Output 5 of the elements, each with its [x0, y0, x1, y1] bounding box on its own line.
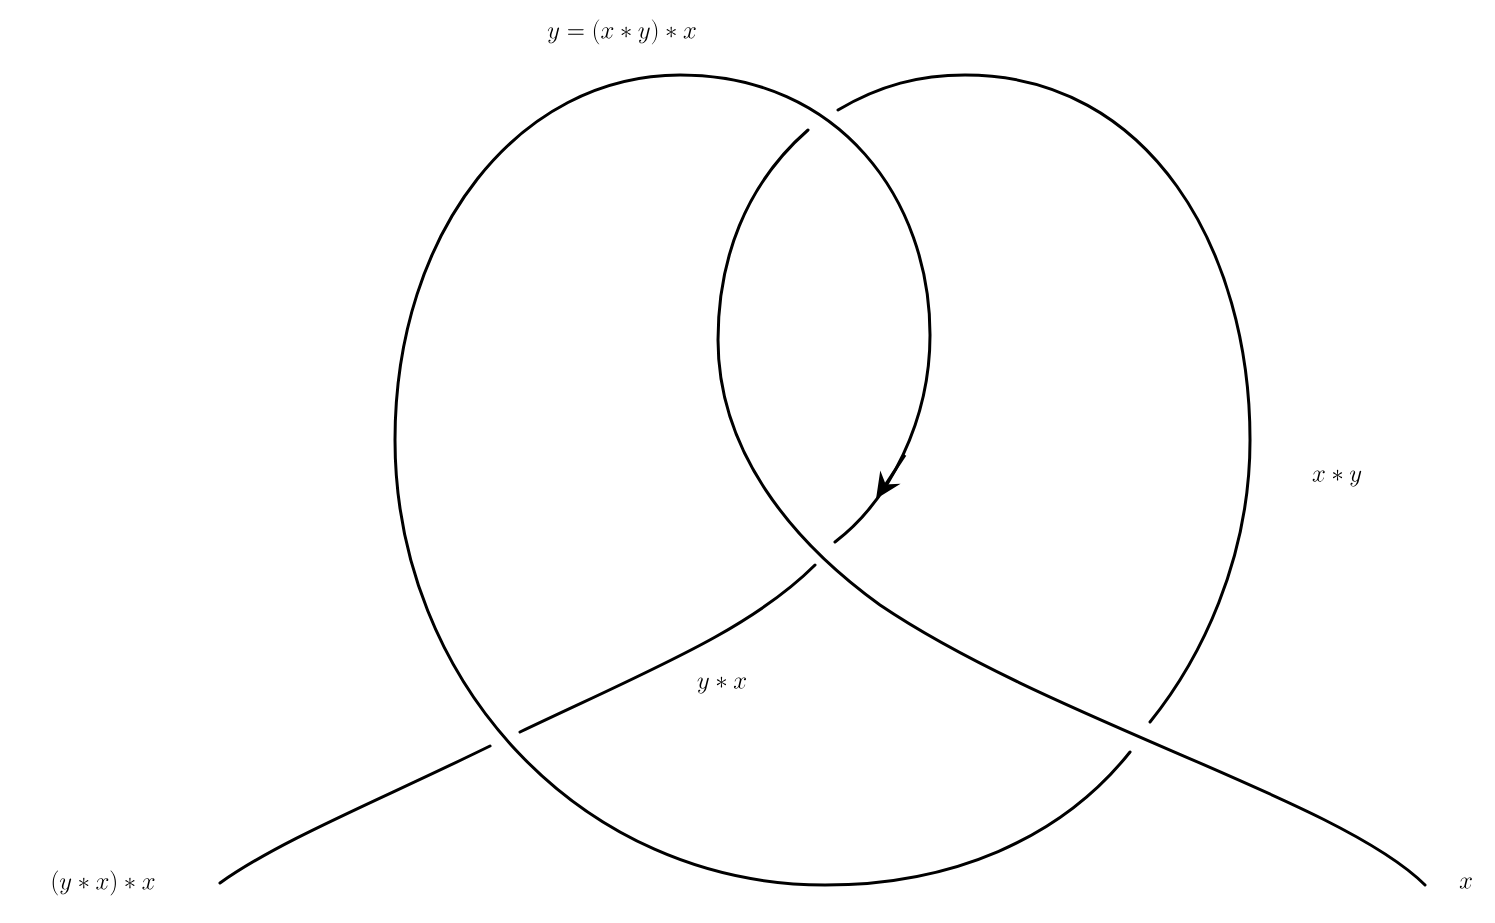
strand-label: $(y \ast x) \ast x$	[52, 870, 155, 896]
strand-label: $x$	[1459, 877, 1472, 889]
strand-label: $y \ast x$	[697, 676, 746, 694]
strand-label: $x \ast y$	[1312, 469, 1362, 487]
strand-label: $y = (x \ast y) \ast x$	[547, 19, 696, 45]
